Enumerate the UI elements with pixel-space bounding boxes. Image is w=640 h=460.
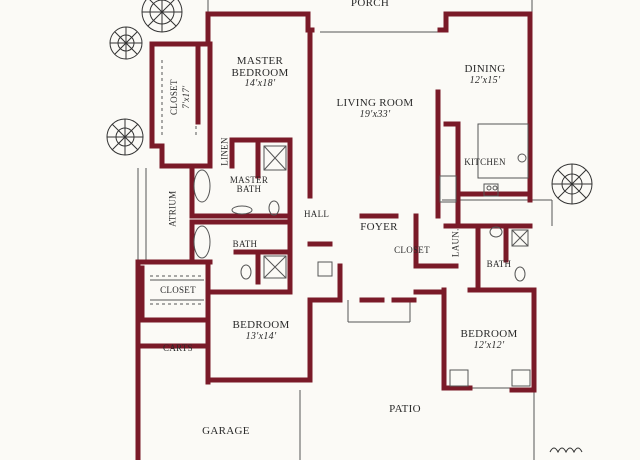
garage-label: GARAGE bbox=[202, 425, 250, 437]
hall-label: HALL bbox=[304, 209, 330, 219]
carts-label: CARTS bbox=[163, 343, 193, 353]
laundry-label: LAUN. bbox=[450, 228, 461, 258]
shrub-icon bbox=[549, 447, 583, 454]
bedroom-right-dim: 12'x12' bbox=[473, 339, 505, 351]
bath-right-label: BATH bbox=[486, 259, 512, 269]
bedroom-left-label: BEDROOM 13'x14' bbox=[226, 319, 296, 342]
master-bedroom-name: MASTER BEDROOM bbox=[231, 55, 289, 79]
living-room-label: LIVING ROOM 19'x33' bbox=[330, 97, 420, 120]
tree-icon bbox=[551, 163, 593, 205]
fixtures bbox=[193, 123, 531, 387]
master-bedroom-label: MASTER BEDROOM 14'x18' bbox=[222, 55, 298, 90]
master-bath-label: MASTER BATH bbox=[229, 175, 269, 195]
master-closet-name: CLOSET bbox=[168, 79, 179, 116]
walls bbox=[135, 11, 537, 460]
tree-icon bbox=[109, 26, 143, 60]
bath-label: BATH bbox=[232, 239, 258, 249]
foyer-label: FOYER bbox=[360, 221, 398, 233]
bedroom-left-name: BEDROOM bbox=[232, 319, 290, 331]
bedroom-left-dim: 13'x14' bbox=[245, 330, 277, 342]
living-room-name: LIVING ROOM bbox=[336, 97, 414, 109]
closet-mid-label: CLOSET bbox=[394, 245, 430, 255]
tree-icon bbox=[106, 118, 144, 156]
closet-left-label: CLOSET bbox=[160, 285, 196, 295]
living-room-dim: 19'x33' bbox=[359, 108, 391, 120]
dining-dim: 12'x15' bbox=[469, 74, 501, 86]
master-bedroom-dim: 14'x18' bbox=[244, 78, 276, 90]
bedroom-right-name: BEDROOM bbox=[460, 328, 518, 340]
linen-label: LINEN bbox=[219, 137, 230, 166]
atrium-label: ATRIUM bbox=[167, 190, 178, 227]
tree-icon bbox=[141, 0, 183, 33]
patio-label: PATIO bbox=[389, 403, 421, 415]
dining-name: DINING bbox=[464, 63, 506, 75]
bedroom-right-label: BEDROOM 12'x12' bbox=[454, 328, 524, 351]
master-closet-label: CLOSET 7'x17' bbox=[165, 65, 191, 129]
kitchen-label: KITCHEN bbox=[464, 157, 506, 167]
master-closet-dim: 7'x17' bbox=[180, 85, 191, 109]
porch-label: PORCH bbox=[350, 0, 390, 9]
dining-label: DINING 12'x15' bbox=[448, 63, 522, 86]
